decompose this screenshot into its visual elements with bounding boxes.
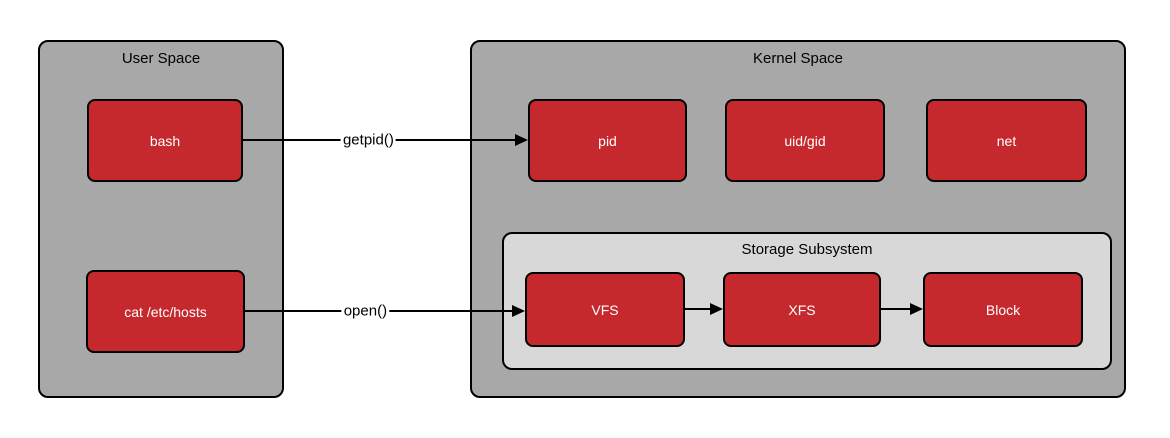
- edge-xfs-to-block: [881, 303, 923, 315]
- kernel-space-title: Kernel Space: [752, 50, 844, 67]
- edge-bash-to-pid: getpid(): [243, 131, 528, 149]
- edge-label-getpid: getpid(): [340, 131, 396, 149]
- arrowhead-icon: [710, 303, 723, 315]
- edge-vfs-to-xfs: [685, 303, 723, 315]
- edge-label-open: open(): [341, 302, 390, 320]
- node-block-label: Block: [985, 301, 1021, 318]
- node-vfs-label: VFS: [591, 301, 619, 318]
- node-vfs: VFS: [525, 272, 685, 347]
- node-uid-gid-label: uid/gid: [784, 132, 826, 149]
- arrow-line: [881, 308, 913, 310]
- arrowhead-icon: [515, 134, 528, 146]
- node-block: Block: [923, 272, 1083, 347]
- arrowhead-icon: [512, 305, 525, 317]
- node-cat-etc-hosts: cat /etc/hosts: [86, 270, 245, 353]
- node-pid: pid: [528, 99, 687, 182]
- storage-subsystem-title: Storage Subsystem: [741, 241, 873, 258]
- arrow-line: [685, 308, 713, 310]
- user-space-title: User Space: [121, 50, 201, 67]
- node-xfs-label: XFS: [788, 301, 816, 318]
- node-pid-label: pid: [598, 132, 617, 149]
- node-xfs: XFS: [723, 272, 881, 347]
- node-bash: bash: [87, 99, 243, 182]
- node-cat-etc-hosts-label: cat /etc/hosts: [124, 303, 207, 320]
- edge-cat-to-vfs: open(): [245, 302, 525, 320]
- arrowhead-icon: [910, 303, 923, 315]
- node-net-label: net: [996, 132, 1017, 149]
- node-net: net: [926, 99, 1087, 182]
- node-uid-gid: uid/gid: [725, 99, 885, 182]
- node-bash-label: bash: [149, 132, 181, 149]
